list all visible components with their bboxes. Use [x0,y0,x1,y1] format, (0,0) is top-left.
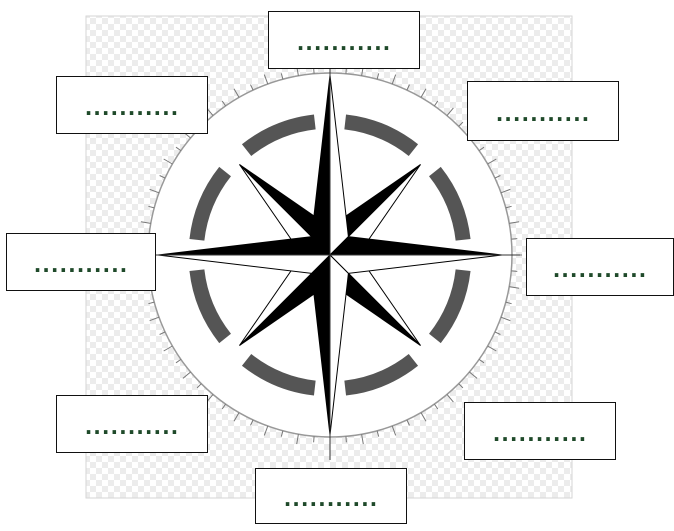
label-box-south-east[interactable]: ........... [464,402,616,460]
label-west-text: ........... [34,249,129,275]
label-box-south[interactable]: ........... [255,468,407,524]
degree-tick [314,436,315,442]
label-north-east-text: ........... [496,98,591,124]
label-north-text: ........... [297,27,392,53]
degree-tick [346,436,347,442]
label-box-east[interactable]: ........... [526,238,674,296]
label-south-west-text: ........... [85,411,180,437]
label-box-north-west[interactable]: ........... [56,76,208,134]
label-south-east-text: ........... [493,418,588,444]
label-east-text: ........... [553,254,648,280]
label-box-north[interactable]: ........... [268,11,420,69]
label-box-south-west[interactable]: ........... [56,395,208,453]
label-box-north-east[interactable]: ........... [467,81,619,141]
label-box-west[interactable]: ........... [6,233,156,291]
degree-tick [511,239,517,240]
label-south-text: ........... [284,483,379,509]
degree-tick [511,271,517,272]
label-north-west-text: ........... [85,92,180,118]
